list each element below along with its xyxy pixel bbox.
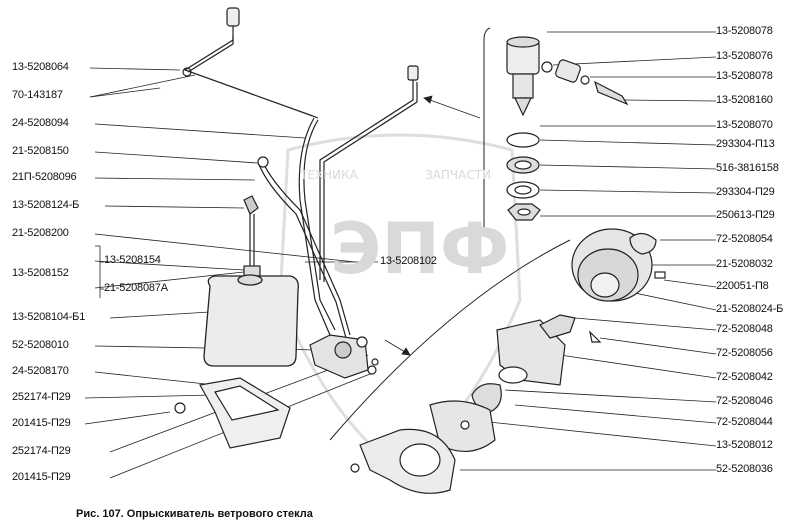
label-left: 52-5208010 xyxy=(12,339,69,351)
label-right: 13-5208160 xyxy=(716,94,773,106)
label-right: 72-5208042 xyxy=(716,371,773,383)
label-left: 252174-П29 xyxy=(12,445,71,457)
label-right: 72-5208056 xyxy=(716,347,773,359)
filter-tube xyxy=(243,195,261,277)
label-left: 13-5208124-Б xyxy=(12,199,80,211)
leader-lines-right xyxy=(460,31,717,471)
boundary-curve xyxy=(329,239,571,441)
bracket-line xyxy=(483,27,491,239)
figure-caption: Рис. 107. Опрыскиватель ветрового стекла xyxy=(76,508,313,520)
label-right: 220051-П8 xyxy=(716,280,769,292)
label-left: 21-5208200 xyxy=(12,227,69,239)
label-right: 13-5208078 xyxy=(716,70,773,82)
motor-parts xyxy=(350,228,666,494)
label-left: 21П-5208096 xyxy=(12,171,77,183)
nozzle-assembly xyxy=(182,7,419,282)
label-right: 293304-П13 xyxy=(716,138,775,150)
pump-unit xyxy=(309,334,379,379)
label-right: 250613-П29 xyxy=(716,209,775,221)
watermark-shield xyxy=(278,133,522,472)
label-right: 13-5208078 xyxy=(716,25,773,37)
label-right: 516-3816158 xyxy=(716,162,779,174)
label-center: 13-5208102 xyxy=(380,255,437,267)
label-right: 13-5208012 xyxy=(716,439,773,451)
label-right: 21-5208024-Б xyxy=(716,303,784,315)
label-right: 13-5208070 xyxy=(716,119,773,131)
label-left: 21-5208150 xyxy=(12,145,69,157)
valve-assembly xyxy=(506,36,629,221)
label-left: 24-5208170 xyxy=(12,365,69,377)
label-right: 72-5208054 xyxy=(716,233,773,245)
label-right: 13-5208076 xyxy=(716,50,773,62)
reservoir-tank xyxy=(203,274,299,367)
label-left: 201415-П29 xyxy=(12,471,71,483)
label-left: 70-143187 xyxy=(12,89,63,101)
label-right: 21-5208032 xyxy=(716,258,773,270)
hoses xyxy=(257,117,351,339)
label-left: 13-5208154 xyxy=(104,254,161,266)
label-left: 21-5208087А xyxy=(104,282,168,294)
label-left: 13-5208064 xyxy=(12,61,69,73)
label-right: 72-5208048 xyxy=(716,323,773,335)
mounting-tray xyxy=(174,377,291,449)
label-right: 52-5208036 xyxy=(716,463,773,475)
label-left: 201415-П29 xyxy=(12,417,71,429)
label-right: 72-5208044 xyxy=(716,416,773,428)
label-left: 13-5208152 xyxy=(12,267,69,279)
arrow-pump xyxy=(384,339,411,356)
label-left: 24-5208094 xyxy=(12,117,69,129)
direction-arrow xyxy=(423,95,481,119)
label-left: 252174-П29 xyxy=(12,391,71,403)
label-right: 293304-П29 xyxy=(716,186,775,198)
label-left: 13-5208104-Б1 xyxy=(12,311,86,323)
label-right: 72-5208046 xyxy=(716,395,773,407)
